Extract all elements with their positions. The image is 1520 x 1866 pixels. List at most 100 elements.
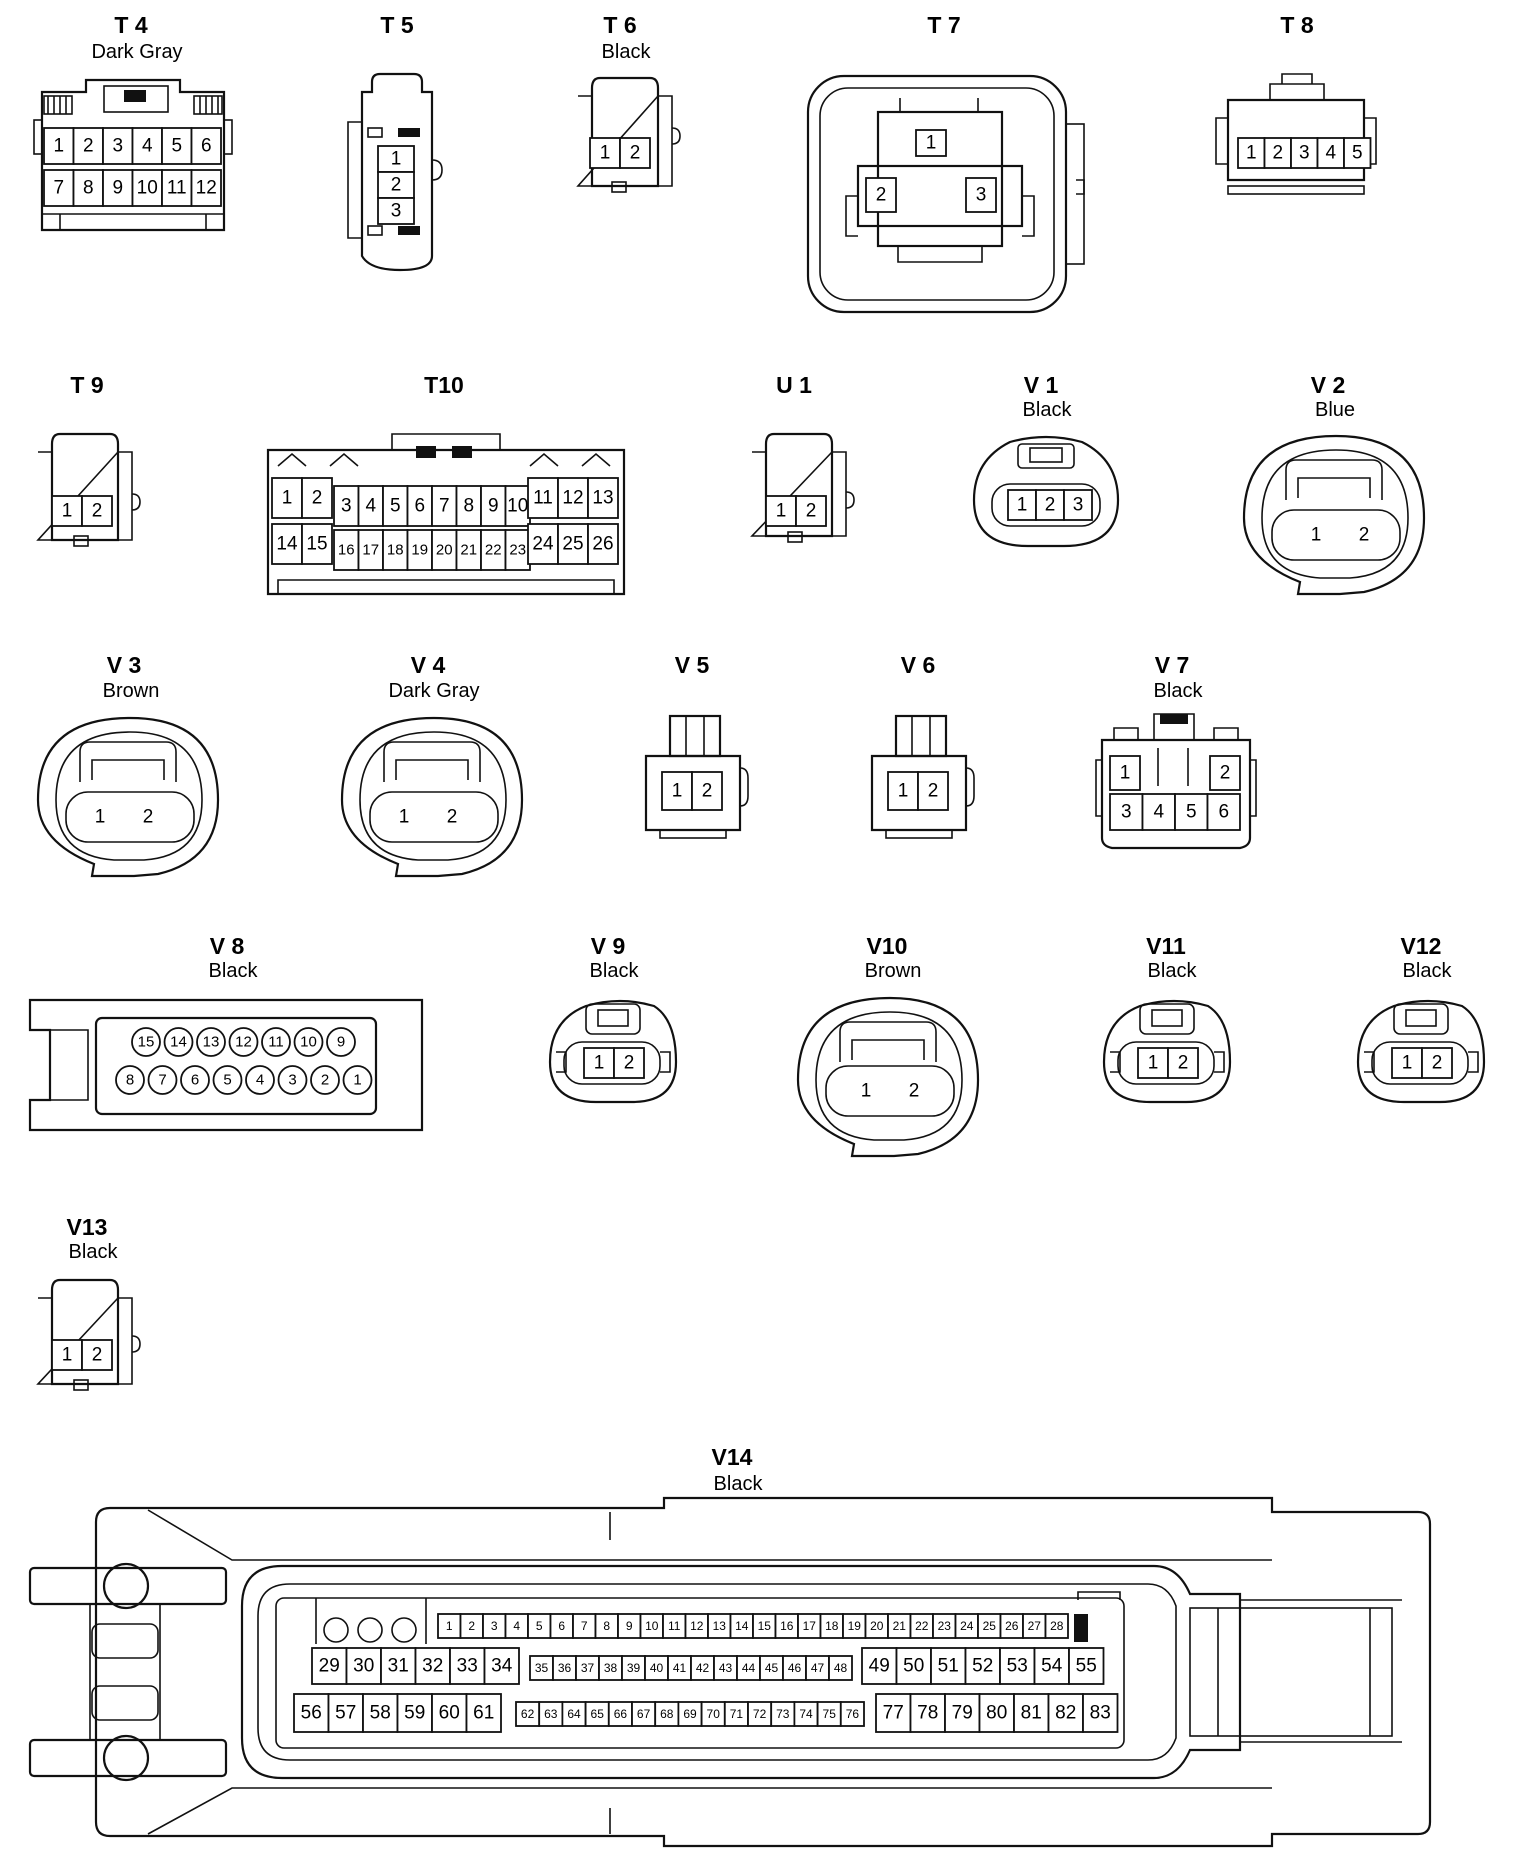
- v8-pin-number: 6: [191, 1072, 199, 1089]
- v14-pin-number: 24: [960, 1619, 974, 1633]
- label-v13-code: V13: [67, 1214, 108, 1240]
- v7-pin-cell: [1109, 755, 1141, 791]
- t4-pin-cell: [190, 169, 222, 207]
- v14-pin-number: 81: [1021, 1703, 1042, 1724]
- v14-pin-number: 76: [846, 1707, 860, 1721]
- v14-pin-number: 70: [707, 1707, 721, 1721]
- t4-pin-number: 4: [142, 136, 153, 157]
- v14-pin-number: 14: [735, 1619, 749, 1633]
- v12-pin-number: 2: [1432, 1053, 1443, 1074]
- u1-pin-cell: [795, 495, 827, 527]
- v8-pin-number: 10: [300, 1034, 317, 1051]
- t4-pin-cell: [131, 127, 163, 165]
- t10-pin-cell: [406, 485, 433, 527]
- v14-pin-cell: [1044, 1613, 1069, 1639]
- t10-pin-number: 22: [485, 542, 502, 559]
- v14-pin-number: 18: [825, 1619, 839, 1633]
- label-v7-code: V 7: [1155, 652, 1190, 678]
- v6-pin-cell: [917, 771, 949, 811]
- t10-pin-number: 19: [411, 542, 428, 559]
- v14-pin-number: 34: [491, 1656, 513, 1677]
- v14-pin-number: 1: [446, 1619, 453, 1633]
- t7-pin-cell: [965, 177, 997, 213]
- label-v12-code: V12: [1401, 933, 1442, 959]
- v14-pin-number: 52: [972, 1656, 993, 1677]
- v14-pin-number: 63: [544, 1707, 558, 1721]
- v4-pin-number: 2: [447, 807, 458, 828]
- t10-pin-cell: [527, 477, 559, 519]
- v6-pin-number: 2: [928, 781, 939, 802]
- v3-pin-number: 2: [143, 807, 154, 828]
- v1-pin-number: 1: [1017, 495, 1028, 516]
- v14-pin-number: 51: [938, 1656, 959, 1677]
- v1-pin-cell: [1007, 489, 1037, 521]
- t10-pin-number: 8: [463, 496, 474, 517]
- v8-pin-cell: [277, 1065, 308, 1095]
- v14-pin-cell: [1082, 1693, 1119, 1733]
- label-t10-code: T10: [424, 372, 464, 398]
- label-v5-code: V 5: [675, 652, 710, 678]
- v7-pin-cell: [1209, 755, 1241, 791]
- v13-pin-number: 2: [92, 1345, 103, 1366]
- v14-pin-cell: [875, 1693, 912, 1733]
- label-v8-code: V 8: [210, 933, 245, 959]
- v1-pin-cell: [1063, 489, 1093, 521]
- v14-pin-number: 64: [567, 1707, 581, 1721]
- t8-pin-cell: [1343, 137, 1372, 169]
- v14-pin-number: 50: [903, 1656, 924, 1677]
- label-v14-code: V14: [712, 1444, 753, 1470]
- t10-pin-cell: [480, 485, 507, 527]
- t10-pin-cell: [557, 523, 589, 565]
- v14-pin-number: 41: [673, 1661, 687, 1675]
- v14-pin-number: 53: [1007, 1656, 1028, 1677]
- label-v9-code: V 9: [591, 933, 626, 959]
- v14-pin-cell: [861, 1647, 898, 1685]
- t10-pin-number: 6: [414, 496, 425, 517]
- label-v1-color: Black: [1023, 399, 1073, 421]
- v14-pin-cell: [1068, 1647, 1105, 1685]
- label-v12-color: Black: [1403, 960, 1453, 982]
- v14-pin-number: 68: [660, 1707, 674, 1721]
- v8-pin-number: 7: [158, 1072, 166, 1089]
- t8-pin-number: 2: [1272, 143, 1283, 164]
- v7-pin-number: 3: [1121, 802, 1132, 823]
- v6-pin-cell: [887, 771, 919, 811]
- v7-pin-number: 6: [1218, 802, 1229, 823]
- t4-pin-number: 11: [167, 178, 187, 199]
- t4-pin-cell: [102, 127, 134, 165]
- t10-pin-number: 20: [436, 542, 453, 559]
- v14-pin-number: 30: [353, 1656, 374, 1677]
- t10-pin-number: 3: [341, 496, 352, 517]
- v14-pin-number: 65: [591, 1707, 605, 1721]
- t4-pin-cell: [43, 127, 75, 165]
- v8-pin-number: 5: [223, 1072, 231, 1089]
- t10-pin-number: 24: [532, 534, 554, 555]
- t8-pin-number: 3: [1299, 143, 1310, 164]
- t4-pin-number: 8: [83, 178, 94, 199]
- t10-pin-cell: [527, 523, 559, 565]
- v14-pin-number: 60: [439, 1703, 460, 1724]
- v14-pin-number: 25: [983, 1619, 997, 1633]
- v14-pin-number: 36: [558, 1661, 572, 1675]
- label-t7-code: T 7: [927, 12, 960, 38]
- v11-pin-number: 1: [1148, 1053, 1159, 1074]
- v14-pin-number: 31: [388, 1656, 409, 1677]
- v8-pin-cell: [261, 1027, 291, 1057]
- label-v8-color: Black: [209, 960, 259, 982]
- v7-pin-number: 5: [1186, 802, 1197, 823]
- v14-pin-number: 35: [535, 1661, 549, 1675]
- label-v10-color: Brown: [865, 960, 922, 982]
- v14-pin-cell: [345, 1647, 382, 1685]
- t4-pin-cell: [131, 169, 163, 207]
- v14-pin-number: 2: [468, 1619, 475, 1633]
- t6-pin-cell: [589, 137, 621, 169]
- v14-pin-number: 54: [1041, 1656, 1063, 1677]
